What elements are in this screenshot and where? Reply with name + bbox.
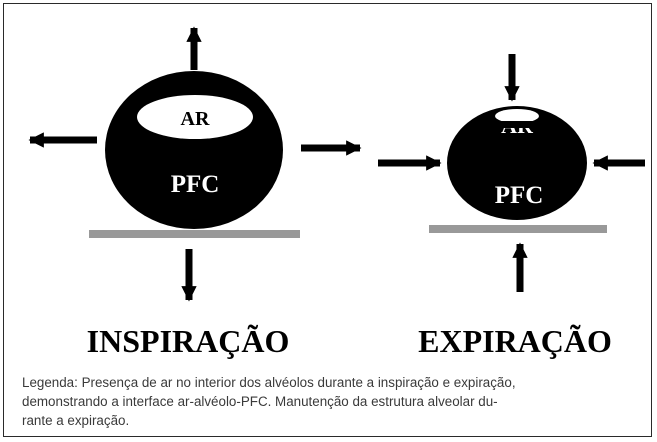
figure-frame — [3, 3, 652, 437]
expiracao-title: EXPIRAÇÃO — [418, 323, 612, 359]
inspiracao-group: AR PFC INSPIRAÇÃO — [28, 26, 362, 359]
inspiracao-title: INSPIRAÇÃO — [87, 323, 290, 359]
legend-line: rante a expiração. — [22, 413, 130, 428]
alveolus-expiracao — [447, 106, 587, 220]
legend-line: Legenda: Presença de ar no interior dos … — [22, 375, 516, 390]
air-bubble-expiracao — [495, 109, 539, 123]
ar-mask — [490, 121, 550, 128]
pfc-label: PFC — [171, 171, 220, 198]
ar-label: AR — [181, 108, 210, 130]
alveolus-inspiracao — [105, 71, 283, 229]
expiracao-group: AR PFC EXPIRAÇÃO — [378, 54, 645, 359]
air-bubble-inspiracao — [137, 95, 253, 139]
base-bar-inspiracao — [89, 230, 300, 238]
legend-caption: Legenda: Presença de ar no interior dos … — [22, 373, 637, 430]
pfc-label: PFC — [495, 182, 544, 209]
legend-line: demonstrando a interface ar-alvéolo-PFC.… — [22, 394, 498, 409]
base-bar-expiracao — [429, 225, 607, 233]
